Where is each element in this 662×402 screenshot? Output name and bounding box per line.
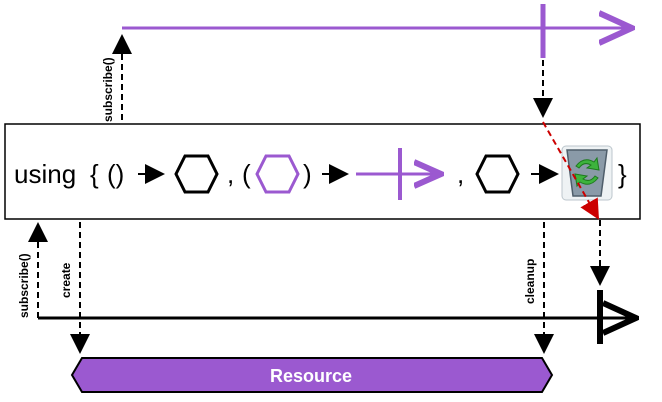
open-brace: { (90, 159, 99, 189)
open-paren: ( (242, 159, 251, 189)
comma-2: , (457, 159, 464, 189)
resource-label: Resource (270, 366, 352, 386)
comma-1: , (227, 159, 234, 189)
close-brace: } (618, 159, 627, 189)
purple-hexagon-icon (255, 154, 300, 194)
operator-box (4, 123, 641, 220)
close-paren: ) (303, 159, 312, 189)
using-keyword: using (14, 159, 76, 189)
recycle-bin-icon (561, 145, 613, 201)
create-label: create (59, 262, 73, 298)
dispose-path (542, 121, 599, 220)
factory-parens: () (107, 159, 124, 189)
subscribe-top-label: subscribe() (101, 57, 115, 122)
hexagon-icon (475, 154, 520, 194)
cleanup-label: cleanup (523, 259, 537, 304)
hexagon-icon (174, 154, 219, 194)
subscribe-bottom-label: subscribe() (17, 253, 31, 318)
output-timeline (122, 4, 632, 58)
resource-bar (70, 357, 554, 393)
source-timeline (38, 290, 636, 344)
